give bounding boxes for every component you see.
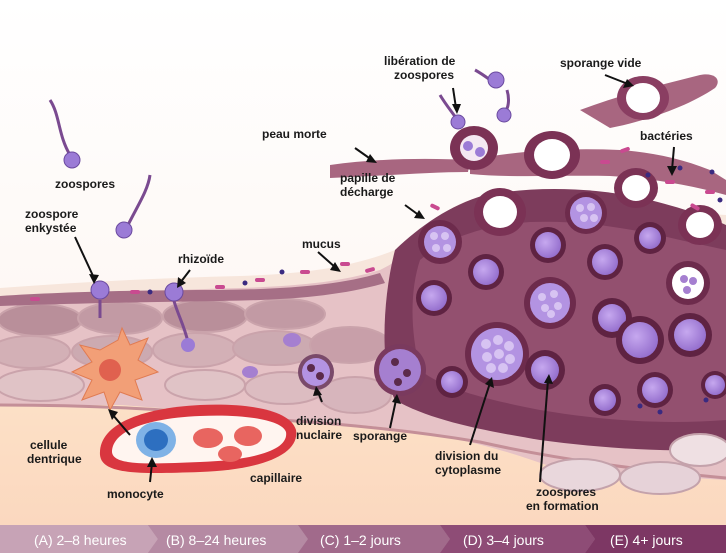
label-cellule-1: cellule — [30, 438, 68, 452]
label-peau-morte: peau morte — [262, 127, 327, 141]
label-zoospores: zoospores — [55, 177, 115, 191]
nuclear-division-cell — [298, 354, 334, 390]
label-zoospores-formation-2: en formation — [526, 499, 599, 513]
stage-d-label: (D) 3–4 jours — [463, 532, 544, 548]
releasing-sporangium — [450, 126, 498, 170]
label-bacteries: bactéries — [640, 129, 693, 143]
label-division-cytoplasme-1: division du — [435, 449, 498, 463]
label-sporange-vide: sporange vide — [560, 56, 642, 70]
label-mucus: mucus — [302, 237, 341, 251]
label-cellule-2: dentrique — [27, 452, 82, 466]
label-division-cytoplasme-2: cytoplasme — [435, 463, 501, 477]
label-division-nucleaire-1: division — [296, 414, 341, 428]
label-zoospores-formation-1: zoospores — [536, 485, 596, 499]
label-zoospore-enkystee-1: zoospore — [25, 207, 79, 221]
label-sporange: sporange — [353, 429, 407, 443]
label-papille-2: décharge — [340, 185, 394, 199]
label-liberation-2: zoospores — [394, 68, 454, 82]
stage-b-label: (B) 8–24 heures — [166, 532, 266, 548]
stage-a-label: (A) 2–8 heures — [34, 532, 127, 548]
timeline-bar: (A) 2–8 heures (B) 8–24 heures (C) 1–2 j… — [0, 525, 726, 553]
label-capillaire: capillaire — [250, 471, 302, 485]
stage-e-label: (E) 4+ jours — [610, 532, 683, 548]
stage-c-label: (C) 1–2 jours — [320, 532, 401, 548]
label-papille-1: papille de — [340, 171, 396, 185]
sporangium-cell — [374, 344, 426, 396]
label-liberation-1: libération de — [384, 54, 456, 68]
label-division-nucleaire-2: nuclaire — [296, 428, 342, 442]
label-monocyte: monocyte — [107, 487, 164, 501]
cytoplasm-division-sporangium — [465, 322, 529, 386]
label-rhizoide: rhizoïde — [178, 252, 224, 266]
label-zoospore-enkystee-2: enkystée — [25, 221, 77, 235]
